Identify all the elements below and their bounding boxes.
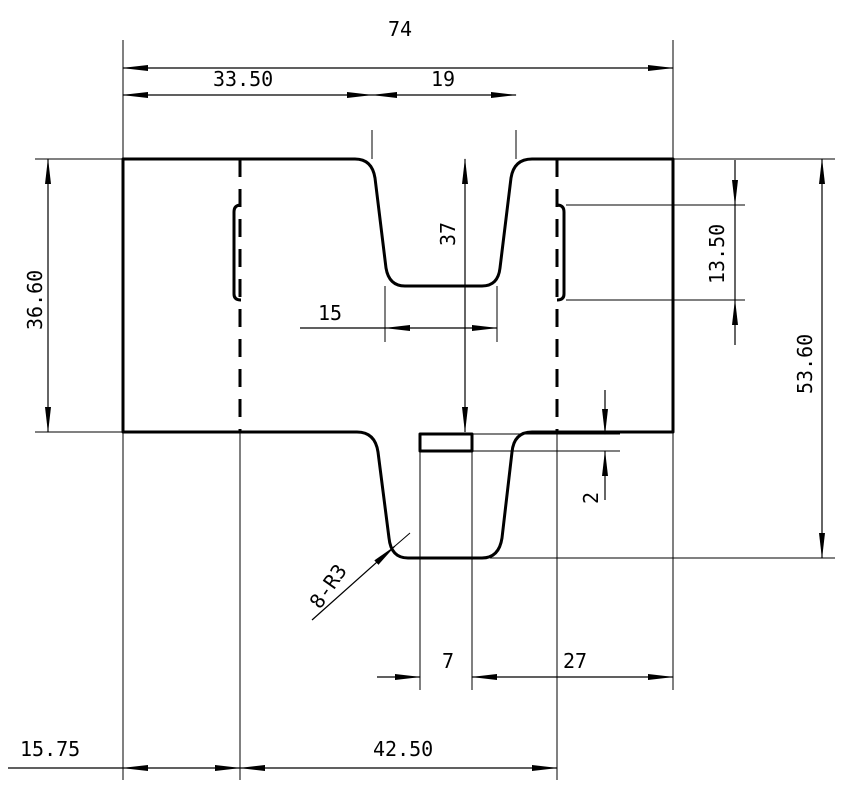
label-15-75: 15.75 (20, 737, 80, 761)
label-7: 7 (442, 649, 454, 673)
label-33-50: 33.50 (213, 67, 273, 91)
tab-rect (418, 432, 474, 453)
extension-lines (35, 40, 835, 780)
label-36-60: 36.60 (23, 270, 47, 330)
slot-left (232, 203, 242, 302)
label-19: 19 (431, 67, 455, 91)
label-27: 27 (563, 649, 587, 673)
leader-8-r3 (311, 545, 396, 621)
label-53-60: 53.60 (793, 334, 817, 394)
label-37: 37 (436, 222, 460, 246)
label-74: 74 (388, 17, 412, 41)
label-2: 2 (579, 492, 603, 504)
leader-8-r3-tail (394, 532, 411, 547)
label-13-50: 13.50 (705, 224, 729, 284)
label-8-r3: 8-R3 (304, 560, 351, 613)
label-42-50: 42.50 (373, 737, 433, 761)
label-15: 15 (318, 301, 342, 325)
slot-right (556, 203, 566, 302)
